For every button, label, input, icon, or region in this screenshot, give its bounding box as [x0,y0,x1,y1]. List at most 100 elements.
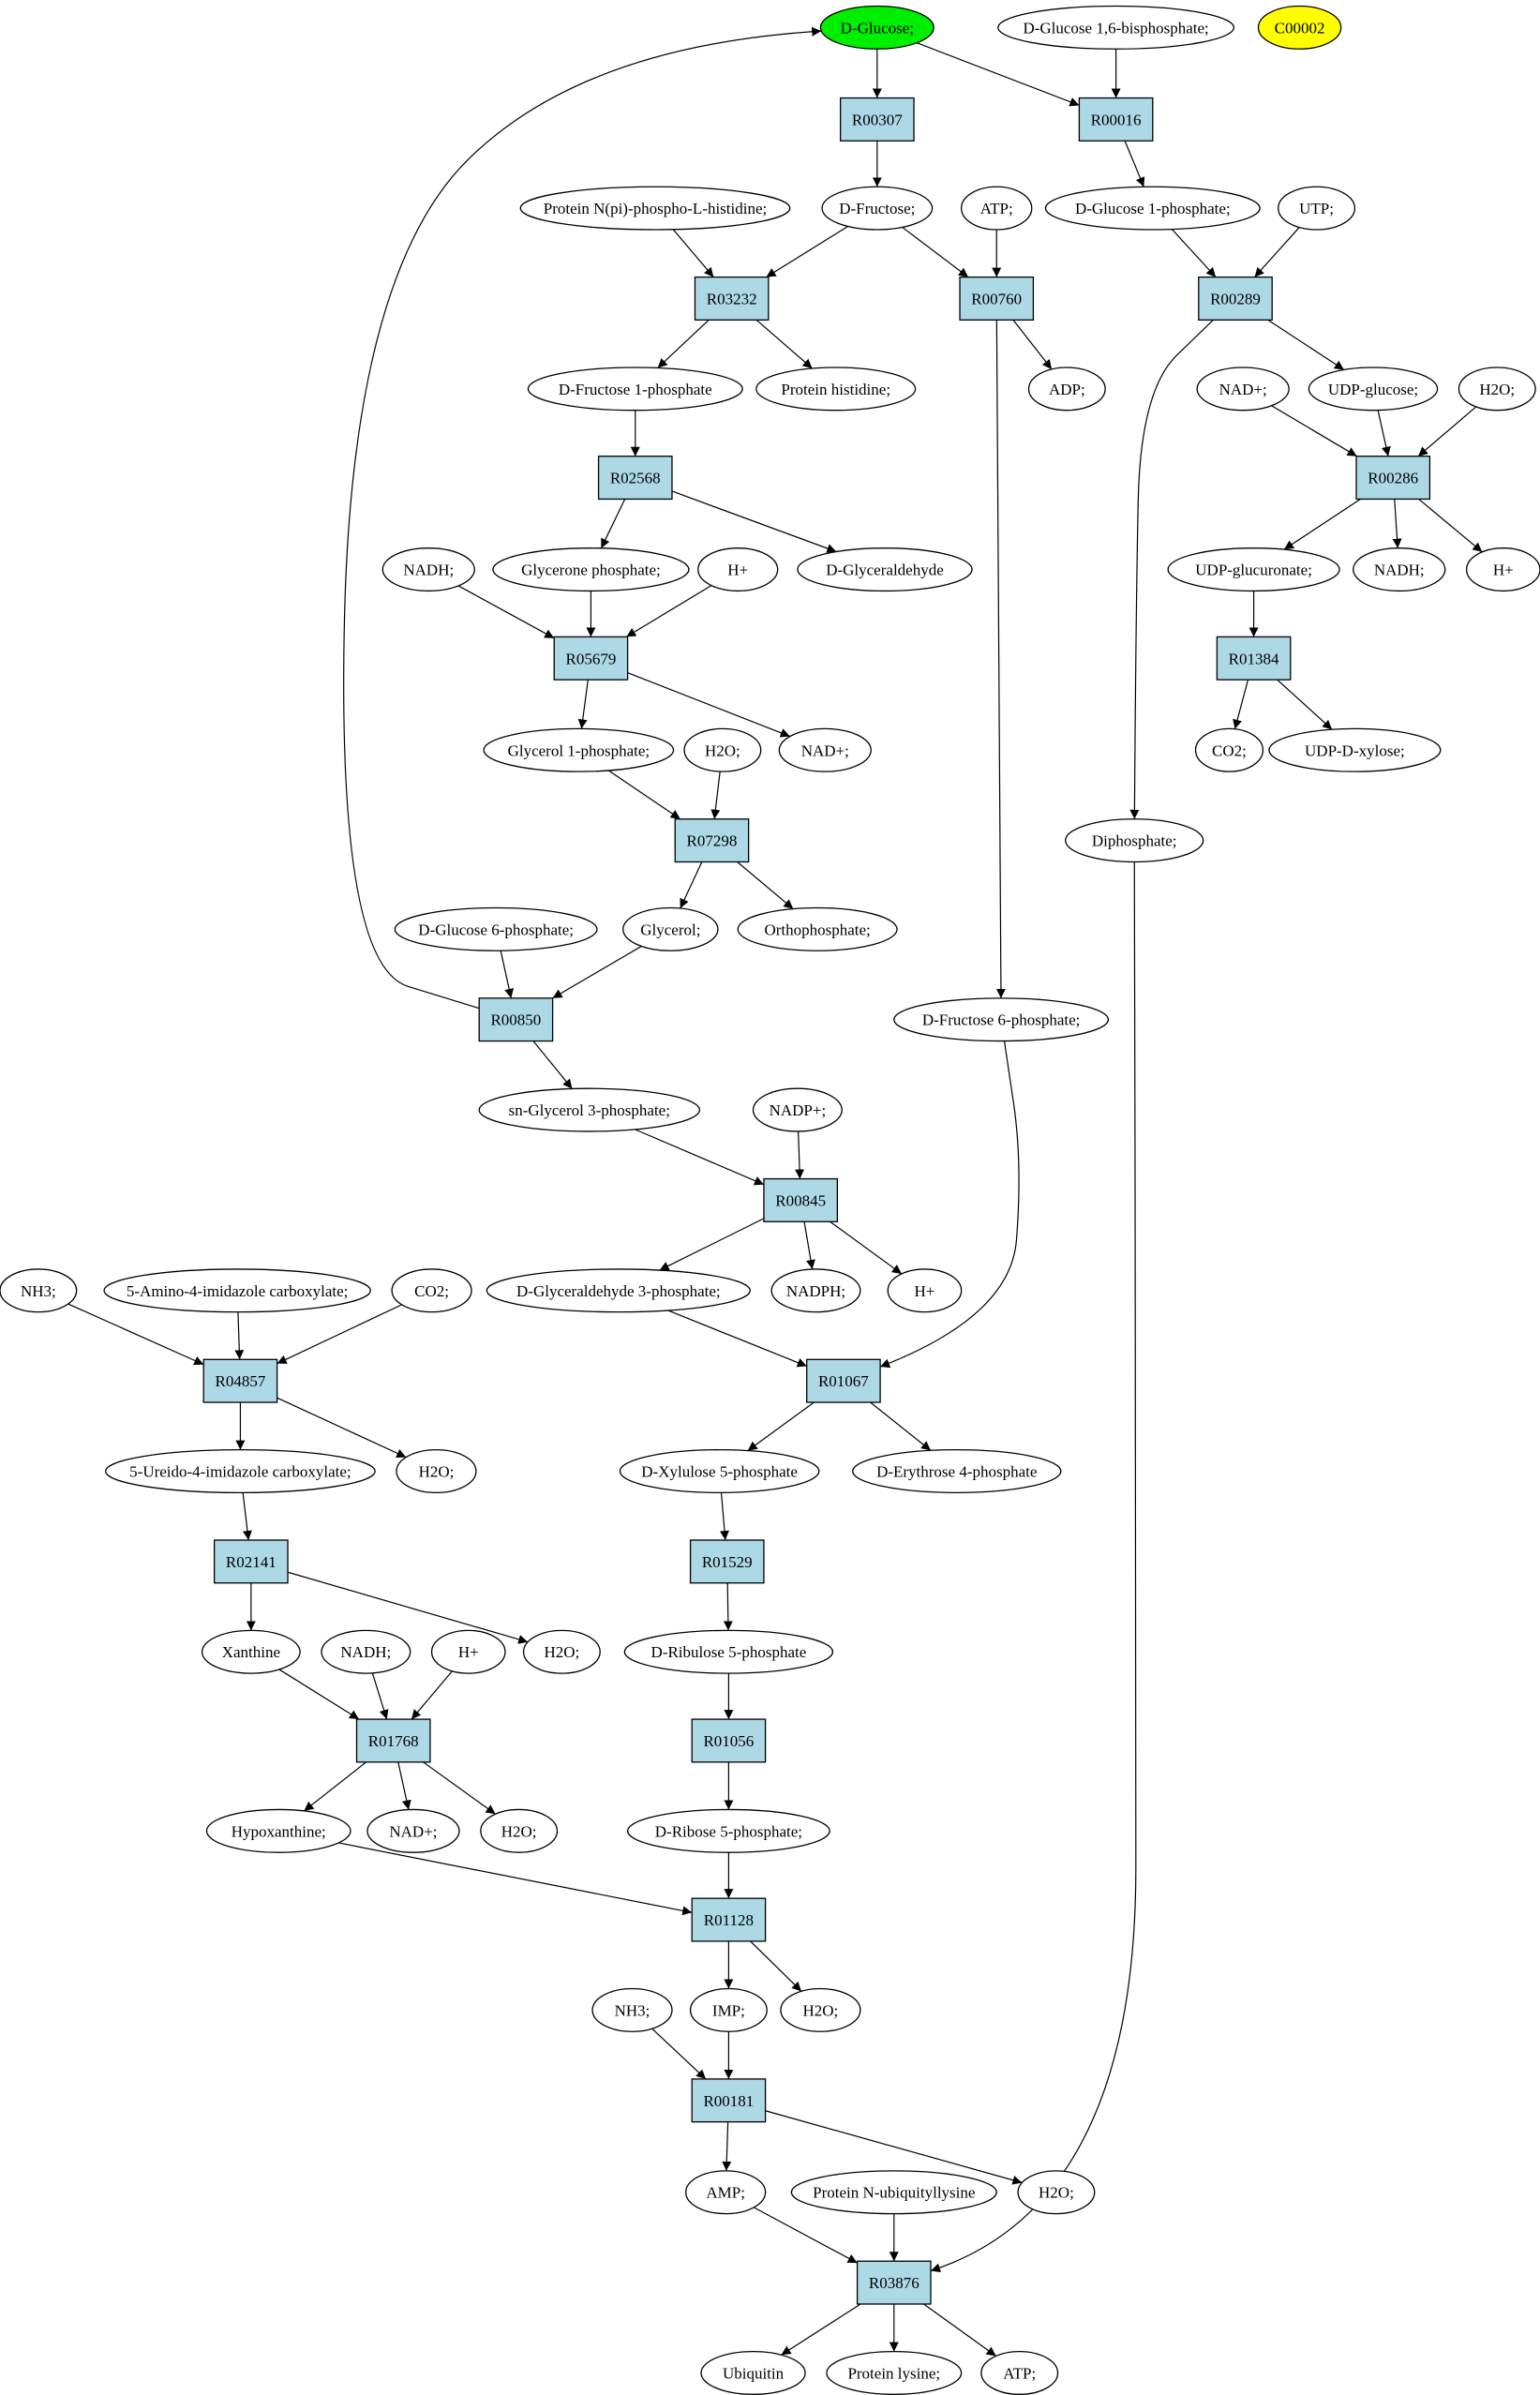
metabolite-node-nad_b[interactable]: NAD+; [366,1808,460,1853]
reaction-node-R01067[interactable]: R01067 [806,1358,881,1403]
reaction-node-R01056[interactable]: R01056 [691,1718,767,1763]
metabolite-node-nad_a[interactable]: NAD+; [778,727,872,772]
metabolite-node-protub[interactable]: Protein N-ubiquityllysine [790,2170,997,2215]
metabolite-node-co2_r[interactable]: CO2; [1194,727,1264,772]
metabolite-node-g6p[interactable]: D-Glucose 6-phosphate; [394,906,598,951]
metabolite-node-nadh_r[interactable]: NADH; [1353,547,1446,592]
metabolite-node-orthop[interactable]: Orthophosphate; [737,906,898,951]
reaction-node-R01128[interactable]: R01128 [691,1897,767,1942]
metabolite-node-xanthine[interactable]: Xanthine [201,1629,301,1674]
reaction-node-R00181[interactable]: R00181 [691,2078,767,2123]
metabolite-node-atp2[interactable]: ATP; [980,2350,1059,2395]
reaction-node-R00760[interactable]: R00760 [959,276,1035,321]
metabolite-node-udpglc[interactable]: UDP-glucose; [1308,367,1439,412]
metabolite-node-nadpplus[interactable]: NADP+; [752,1087,843,1132]
reaction-node-R00286[interactable]: R00286 [1355,456,1431,501]
reaction-node-R01384[interactable]: R01384 [1216,636,1292,681]
metabolite-node-h2o_c[interactable]: H2O; [522,1629,601,1674]
reaction-node-R07298[interactable]: R07298 [674,818,750,863]
metabolite-node-h2o_d[interactable]: H2O; [480,1808,559,1853]
node-label: R01128 [704,1911,754,1929]
metabolite-node-utp[interactable]: UTP; [1278,186,1356,231]
metabolite-node-nadh2[interactable]: NADH; [321,1629,411,1674]
reaction-node-R04857[interactable]: R04857 [202,1358,278,1403]
metabolite-node-h2o_top[interactable]: H2O; [1458,367,1536,412]
node-label: NAD+; [1219,381,1267,398]
metabolite-node-hypox[interactable]: Hypoxanthine; [205,1808,351,1853]
reaction-node-R02141[interactable]: R02141 [213,1539,289,1584]
node-label: R00181 [703,2092,754,2110]
metabolite-node-e4p[interactable]: D-Erythrose 4-phosphate [852,1448,1062,1494]
metabolite-node-f1p[interactable]: D-Fructose 1-phosphate [527,367,743,412]
metabolite-node-h1[interactable]: H+ [697,547,779,592]
metabolite-node-udpgluc[interactable]: UDP-glucuronate; [1167,547,1340,592]
metabolite-node-glucose[interactable]: D-Glucose; [819,5,934,50]
metabolite-node-amp[interactable]: AMP; [685,2170,767,2215]
metabolite-node-uic[interactable]: 5-Ureido-4-imidazole carboxylate; [105,1448,376,1494]
metabolite-node-nh3_b[interactable]: NH3; [591,1987,673,2032]
metabolite-ellipse [492,547,690,592]
metabolite-node-ru5p[interactable]: D-Ribulose 5-phosphate [623,1629,834,1674]
metabolite-ellipse [826,2350,963,2395]
node-label: Diphosphate; [1092,832,1177,850]
metabolite-node-g1p[interactable]: D-Glucose 1-phosphate; [1044,186,1261,231]
metabolite-node-adp[interactable]: ADP; [1027,367,1106,412]
metabolite-node-nadp_top[interactable]: NAD+; [1196,367,1290,412]
metabolite-node-glycerol[interactable]: Glycerol; [622,906,719,951]
metabolite-node-nadph[interactable]: NADPH; [770,1268,861,1313]
reaction-node-R03876[interactable]: R03876 [856,2260,932,2305]
metabolite-node-sng3p[interactable]: sn-Glycerol 3-phosphate; [478,1087,701,1132]
metabolite-node-h2o_a[interactable]: H2O; [683,727,762,772]
metabolite-node-ubiq[interactable]: Ubiquitin [700,2350,806,2395]
metabolite-node-f6p[interactable]: D-Fructose 6-phosphate; [893,997,1110,1042]
metabolite-node-g16bp[interactable]: D-Glucose 1,6-bisphosphate; [997,5,1235,50]
metabolite-ellipse [980,2350,1059,2395]
edge-r_R04857-to-m_h2o_b [277,1397,407,1459]
metabolite-node-diphos[interactable]: Diphosphate; [1065,818,1204,863]
metabolite-node-h2o_e[interactable]: H2O; [780,1987,861,2032]
metabolite-node-fructose[interactable]: D-Fructose; [821,186,934,231]
node-label: H+ [458,1643,479,1661]
reaction-node-R02568[interactable]: R02568 [597,456,673,501]
metabolite-node-nh3_a[interactable]: NH3; [0,1268,78,1313]
edge-r_R03232-to-m_f1p [657,319,710,368]
reaction-node-R01768[interactable]: R01768 [355,1718,431,1763]
reaction-node-R00016[interactable]: R00016 [1078,97,1154,142]
reaction-box [1216,636,1292,681]
metabolite-node-h_r[interactable]: H+ [1465,547,1540,592]
node-label: UDP-glucuronate; [1195,561,1312,579]
metabolite-node-atp1[interactable]: ATP; [961,186,1033,231]
metabolite-node-co2_a[interactable]: CO2; [391,1268,472,1313]
metabolite-node-h2o_b[interactable]: H2O; [396,1448,477,1494]
reaction-node-R00289[interactable]: R00289 [1198,276,1273,321]
metabolite-node-dhap[interactable]: Glycerone phosphate; [492,547,690,592]
edge-r_R00289-to-m_diphos [1129,319,1214,819]
reaction-node-R00845[interactable]: R00845 [763,1177,839,1222]
metabolite-node-udpxyl[interactable]: UDP-D-xylose; [1268,727,1442,772]
metabolite-ellipse [480,1808,559,1853]
metabolite-node-x5p[interactable]: D-Xylulose 5-phosphate [619,1448,820,1494]
metabolite-node-h2o_f[interactable]: H2O; [1017,2170,1096,2215]
node-label: C00002 [1275,19,1325,37]
metabolite-node-prothis[interactable]: Protein histidine; [755,367,917,412]
node-label: R00845 [775,1191,826,1209]
edge-r_R02568-to-m_glyald [671,490,837,553]
metabolite-node-glyald[interactable]: D-Glyceraldehyde [797,547,973,592]
metabolite-node-protlys[interactable]: Protein lysine; [826,2350,963,2395]
metabolite-node-c00002[interactable]: C00002 [1257,5,1342,50]
metabolite-node-h3[interactable]: H+ [430,1629,506,1674]
metabolite-node-nadh1[interactable]: NADH; [381,547,475,592]
metabolite-node-gap[interactable]: D-Glyceraldehyde 3-phosphate; [486,1268,751,1313]
metabolite-node-r5p[interactable]: D-Ribose 5-phosphate; [626,1808,830,1853]
reaction-node-R00307[interactable]: R00307 [839,97,915,142]
metabolite-node-protN[interactable]: Protein N(pi)-phospho-L-histidine; [519,186,791,231]
reaction-node-R00850[interactable]: R00850 [478,997,554,1042]
reaction-node-R03232[interactable]: R03232 [694,276,770,321]
metabolite-node-imp[interactable]: IMP; [689,1987,768,2032]
reaction-node-R05679[interactable]: R05679 [553,636,629,681]
node-label: D-Glucose 1,6-bisphosphate; [1023,19,1208,37]
metabolite-node-h2[interactable]: H+ [887,1268,963,1313]
metabolite-node-aic[interactable]: 5-Amino-4-imidazole carboxylate; [103,1268,371,1313]
metabolite-node-gly1p[interactable]: Glycerol 1-phosphate; [483,727,675,772]
reaction-node-R01529[interactable]: R01529 [689,1539,765,1584]
